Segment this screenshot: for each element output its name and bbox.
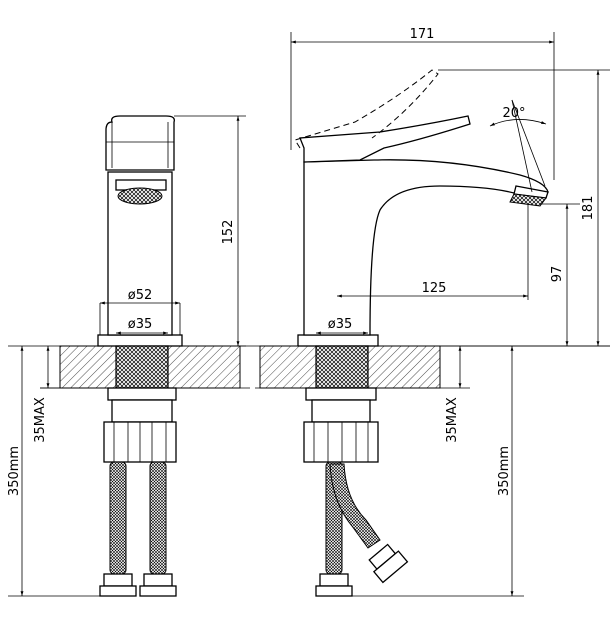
dimension-35max-left: 35MAX — [33, 346, 110, 443]
dimension-35-front: ø35 — [116, 317, 169, 335]
dimension-97-label: 97 — [550, 266, 565, 283]
dimension-181: 181 — [378, 69, 610, 347]
dimension-350-left-label: 350mm — [7, 446, 22, 496]
dimension-181-label: 181 — [581, 196, 596, 221]
dimension-52: ø52 — [100, 288, 181, 305]
dimension-171: 171 — [290, 27, 555, 180]
dimension-35-front-label: ø35 — [128, 317, 153, 332]
countertop-slab — [8, 345, 610, 389]
faucet-front-view — [97, 115, 183, 597]
dimension-350-right: 350mm — [352, 346, 524, 597]
dimension-350-right-label: 350mm — [497, 446, 512, 496]
dimension-35max-right-label: 35MAX — [445, 397, 460, 443]
faucet-side-view — [294, 69, 549, 597]
dimension-125: 125 — [337, 204, 529, 300]
dimension-35-side: ø35 — [316, 317, 368, 335]
dimension-52-label: ø52 — [128, 288, 153, 303]
dimension-171-label: 171 — [410, 27, 435, 42]
dimension-35max-left-label: 35MAX — [33, 397, 48, 443]
dimension-angle-20: 20° — [489, 99, 547, 193]
dimension-152: 152 — [174, 115, 246, 347]
dimension-350-left: 350mm — [7, 346, 104, 597]
dimension-152-label: 152 — [221, 220, 236, 245]
dimension-97: 97 — [540, 203, 580, 346]
dimension-35max-right: 35MAX — [445, 346, 462, 443]
dimension-angle-label: 20° — [502, 106, 525, 121]
dimension-125-label: 125 — [422, 281, 447, 296]
dimension-35-side-label: ø35 — [328, 317, 353, 332]
